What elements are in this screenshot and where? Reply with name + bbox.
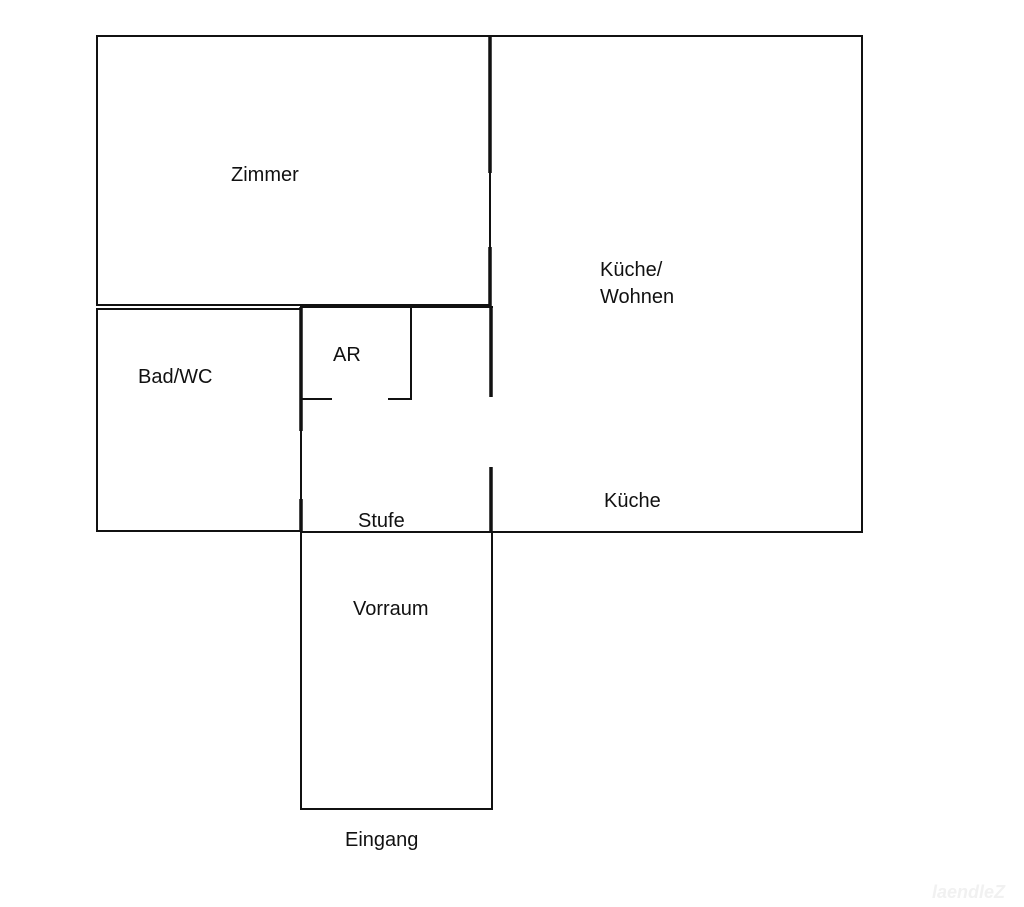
room-label-bad-wc: Bad/WC — [138, 366, 212, 388]
room-label-ar: AR — [333, 344, 361, 366]
room-label-kueche-wohnen-line1: Küche/ — [600, 259, 663, 281]
room-label-zimmer: Zimmer — [231, 164, 299, 186]
label-stufe: Stufe — [358, 510, 405, 532]
watermark: laendleZ — [932, 882, 1006, 902]
kueche-wohnen-outline — [489, 35, 863, 533]
bad-wc-outline — [96, 308, 302, 532]
walls — [96, 35, 863, 810]
vorraum-outline — [300, 531, 493, 810]
room-label-kueche: Küche — [604, 490, 661, 512]
label-eingang: Eingang — [345, 829, 418, 851]
room-label-kueche-wohnen-line2: Wohnen — [600, 286, 674, 308]
room-label-vorraum: Vorraum — [353, 598, 429, 620]
